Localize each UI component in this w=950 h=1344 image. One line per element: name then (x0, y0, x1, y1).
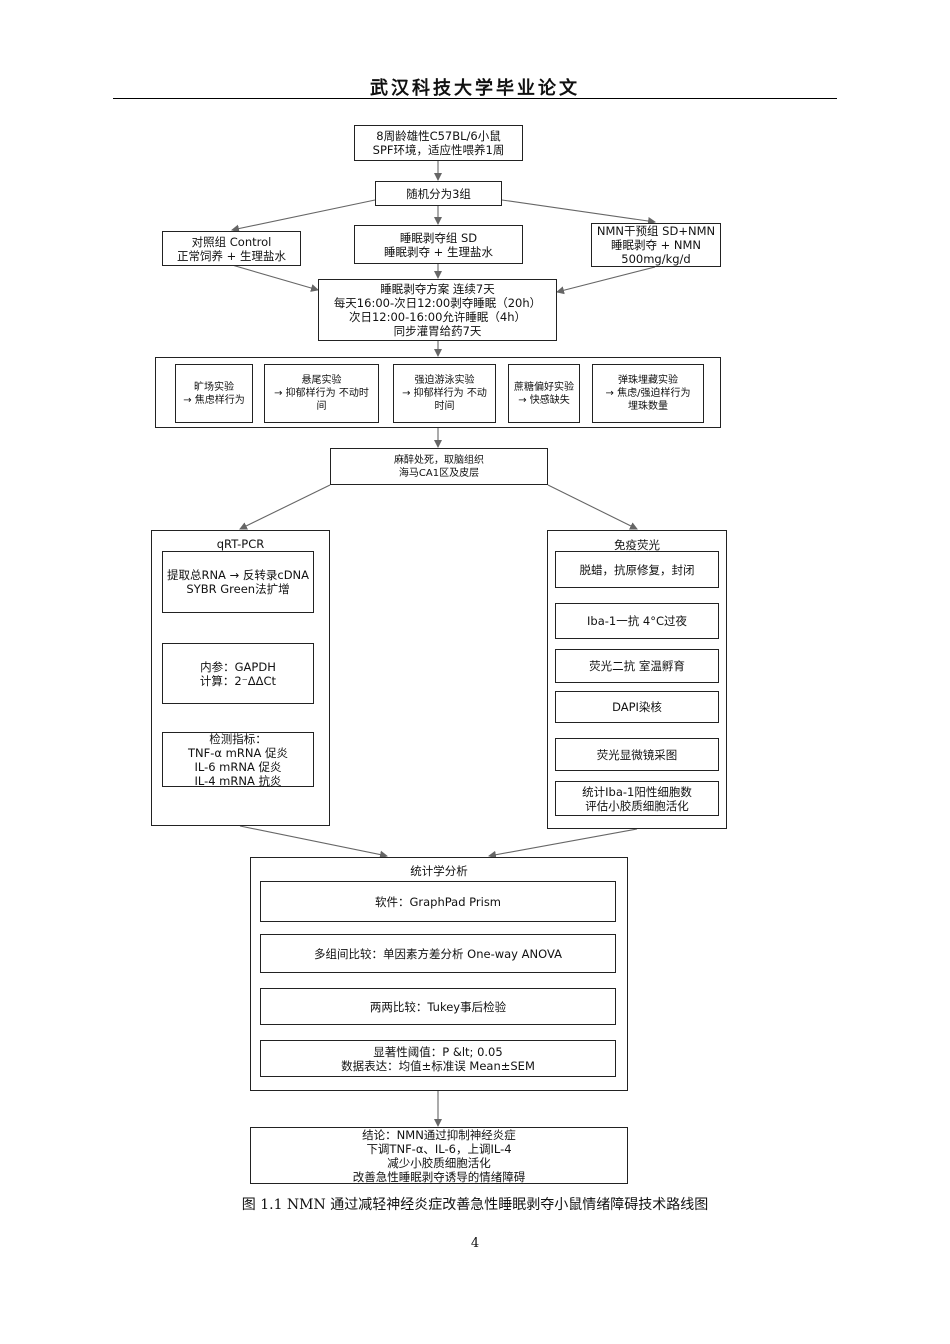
text-line: 旷场实验 (194, 381, 234, 393)
text-line: 正常饲养 + 生理盐水 (177, 248, 286, 263)
text-line: 500mg/kg/d (621, 252, 691, 266)
text-line: 提取总RNA → 反转录cDNA (166, 568, 310, 582)
text-line: → 焦虑样行为 (183, 394, 245, 406)
stats-multi-comparison-box: 多组间比较：单因素方差分析 One-way ANOVA (260, 934, 616, 973)
text-line: 睡眠剥夺组 SD (399, 230, 478, 245)
text-line: 弹珠埋藏实验 (618, 375, 678, 386)
stats-panel-title: 统计学分析 (410, 864, 468, 878)
text-line: SPF环境，适应性喂养1周 (372, 143, 505, 157)
arrow-grouping-to-control (231, 199, 376, 233)
open-field-test-box: 旷场实验→ 焦虑样行为 (175, 364, 253, 423)
protocol-box: 睡眠剥夺方案 连续7天每天16:00-次日12:00剥夺睡眠（20h）次日12:… (318, 279, 557, 341)
text-line: SYBR Green法扩增 (186, 582, 290, 596)
text-line: 两两比较：Tukey事后检验 (369, 999, 507, 1014)
if-step-primary-antibody-box: Iba-1一抗 4°C过夜 (555, 603, 719, 639)
if-step-imaging-box: 荧光显微镜采图 (555, 738, 719, 771)
text-line: → 焦虑/强迫样行为 (605, 388, 691, 399)
text-line: Iba-1一抗 4°C过夜 (587, 614, 687, 628)
header-rule (113, 98, 837, 99)
text-line: 埋珠数量 (628, 401, 668, 412)
text-line: → 抑郁样行为 不动时 (274, 388, 369, 399)
text-line: 下调TNF-α、IL-6，上调IL-4 (366, 1141, 512, 1156)
text-line: 统计Iba-1阳性细胞数 (582, 784, 692, 799)
text-line: 软件：GraphPad Prism (374, 894, 502, 909)
if-step-dewax-box: 脱蜡，抗原修复，封闭 (555, 551, 719, 588)
text-line: 多组间比较：单因素方差分析 One-way ANOVA (314, 946, 562, 961)
text-line: TNF-α mRNA 促炎 (188, 745, 288, 760)
tail-suspension-test-box: 悬尾实验 → 抑郁样行为 不动时间 (264, 364, 379, 423)
if-step-quantification-box: 统计Iba-1阳性细胞数评估小胶质细胞活化 (555, 781, 719, 816)
arrow-control-to-protocol (231, 264, 319, 292)
text-line: 显著性阈值：P &lt; 0.05 (373, 1044, 503, 1059)
text-line: 检测指标： (209, 731, 267, 746)
text-line: 减少小胶质细胞活化 (387, 1155, 491, 1170)
text-line: → 快感缺失 (518, 394, 570, 406)
text-line: 时间 (434, 401, 455, 412)
page-header-title: 武汉科技大学毕业论文 (370, 78, 580, 99)
sucrose-preference-test-box: 蔗糖偏好实验→ 快感缺失 (508, 364, 580, 423)
text-line: DAPI染核 (612, 700, 662, 714)
arrow-grouping-to-nmn (501, 199, 656, 225)
text-line: 悬尾实验 (301, 375, 342, 386)
text-line: 数据表达：均值±标准误 Mean±SEM (341, 1058, 535, 1073)
stats-software-box: 软件：GraphPad Prism (260, 881, 616, 922)
sampling-box: 麻醉处死，取脑组织海马CA1区及皮层 (330, 448, 548, 485)
text-line: 海马CA1区及皮层 (398, 467, 480, 479)
text-line: 睡眠剥夺 + NMN (610, 238, 702, 252)
arrow-nmn-to-protocol (556, 266, 656, 295)
arrow-sampling-to-qpcr (239, 484, 331, 530)
text-line: 计算：2⁻ΔΔCt (199, 673, 277, 688)
text-line: → 抑郁样行为 不动 (402, 388, 487, 399)
text-line: 同步灌胃给药7天 (393, 324, 482, 338)
text-line: 评估小胶质细胞活化 (585, 798, 689, 813)
text-line: 随机分为3组 (406, 186, 471, 201)
text-line: 荧光显微镜采图 (596, 747, 678, 762)
text-line: IL-4 mRNA 抗炎 (194, 773, 282, 788)
text-line: 间 (316, 401, 327, 412)
if-step-secondary-antibody-box: 荧光二抗 室温孵育 (555, 649, 719, 683)
text-line: 改善急性睡眠剥夺诱导的情绪障碍 (352, 1169, 526, 1184)
if-step-dapi-box: DAPI染核 (555, 691, 719, 723)
arrow-qpcr-to-stats (239, 825, 388, 859)
figure-caption: 图 1.1 NMN 通过减轻神经炎症改善急性睡眠剥夺小鼠情绪障碍技术路线图 (241, 1197, 709, 1213)
qpcr-panel-title: qRT-PCR (216, 537, 265, 551)
text-line: 睡眠剥夺方案 连续7天 (380, 282, 495, 296)
text-line: 对照组 Control (191, 234, 272, 249)
arrow-if-to-stats (488, 828, 638, 859)
text-line: IL-6 mRNA 促炎 (194, 759, 282, 774)
page-number: 4 (470, 1236, 480, 1251)
text-line: NMN干预组 SD+NMN (596, 224, 716, 238)
text-line: 结论：NMN通过抑制神经炎症 (362, 1127, 516, 1142)
forced-swim-test-box: 强迫游泳实验 → 抑郁样行为 不动时间 (393, 364, 496, 423)
text-line: 强迫游泳实验 (414, 375, 475, 386)
if-panel-title: 免疫荧光 (614, 538, 660, 552)
text-line: 蔗糖偏好实验 (514, 381, 574, 393)
grouping-box: 随机分为3组 (375, 181, 502, 206)
text-line: 次日12:00-16:00允许睡眠（4h） (348, 310, 527, 324)
text-line: 8周龄雄性C57BL/6小鼠 (376, 129, 501, 143)
text-line: 睡眠剥夺 + 生理盐水 (384, 244, 493, 259)
text-line: 内参：GAPDH (200, 659, 276, 674)
text-line: 荧光二抗 室温孵育 (589, 659, 685, 673)
marble-burying-test-box: 弹珠埋藏实验 → 焦虑/强迫样行为埋珠数量 (592, 364, 704, 423)
text-line: 每天16:00-次日12:00剥夺睡眠（20h） (333, 296, 542, 310)
stats-pairwise-box: 两两比较：Tukey事后检验 (260, 988, 616, 1025)
text-line: 脱蜡，抗原修复，封闭 (579, 562, 695, 577)
text-line: 麻醉处死，取脑组织 (394, 454, 484, 466)
arrow-sampling-to-if (547, 484, 638, 530)
